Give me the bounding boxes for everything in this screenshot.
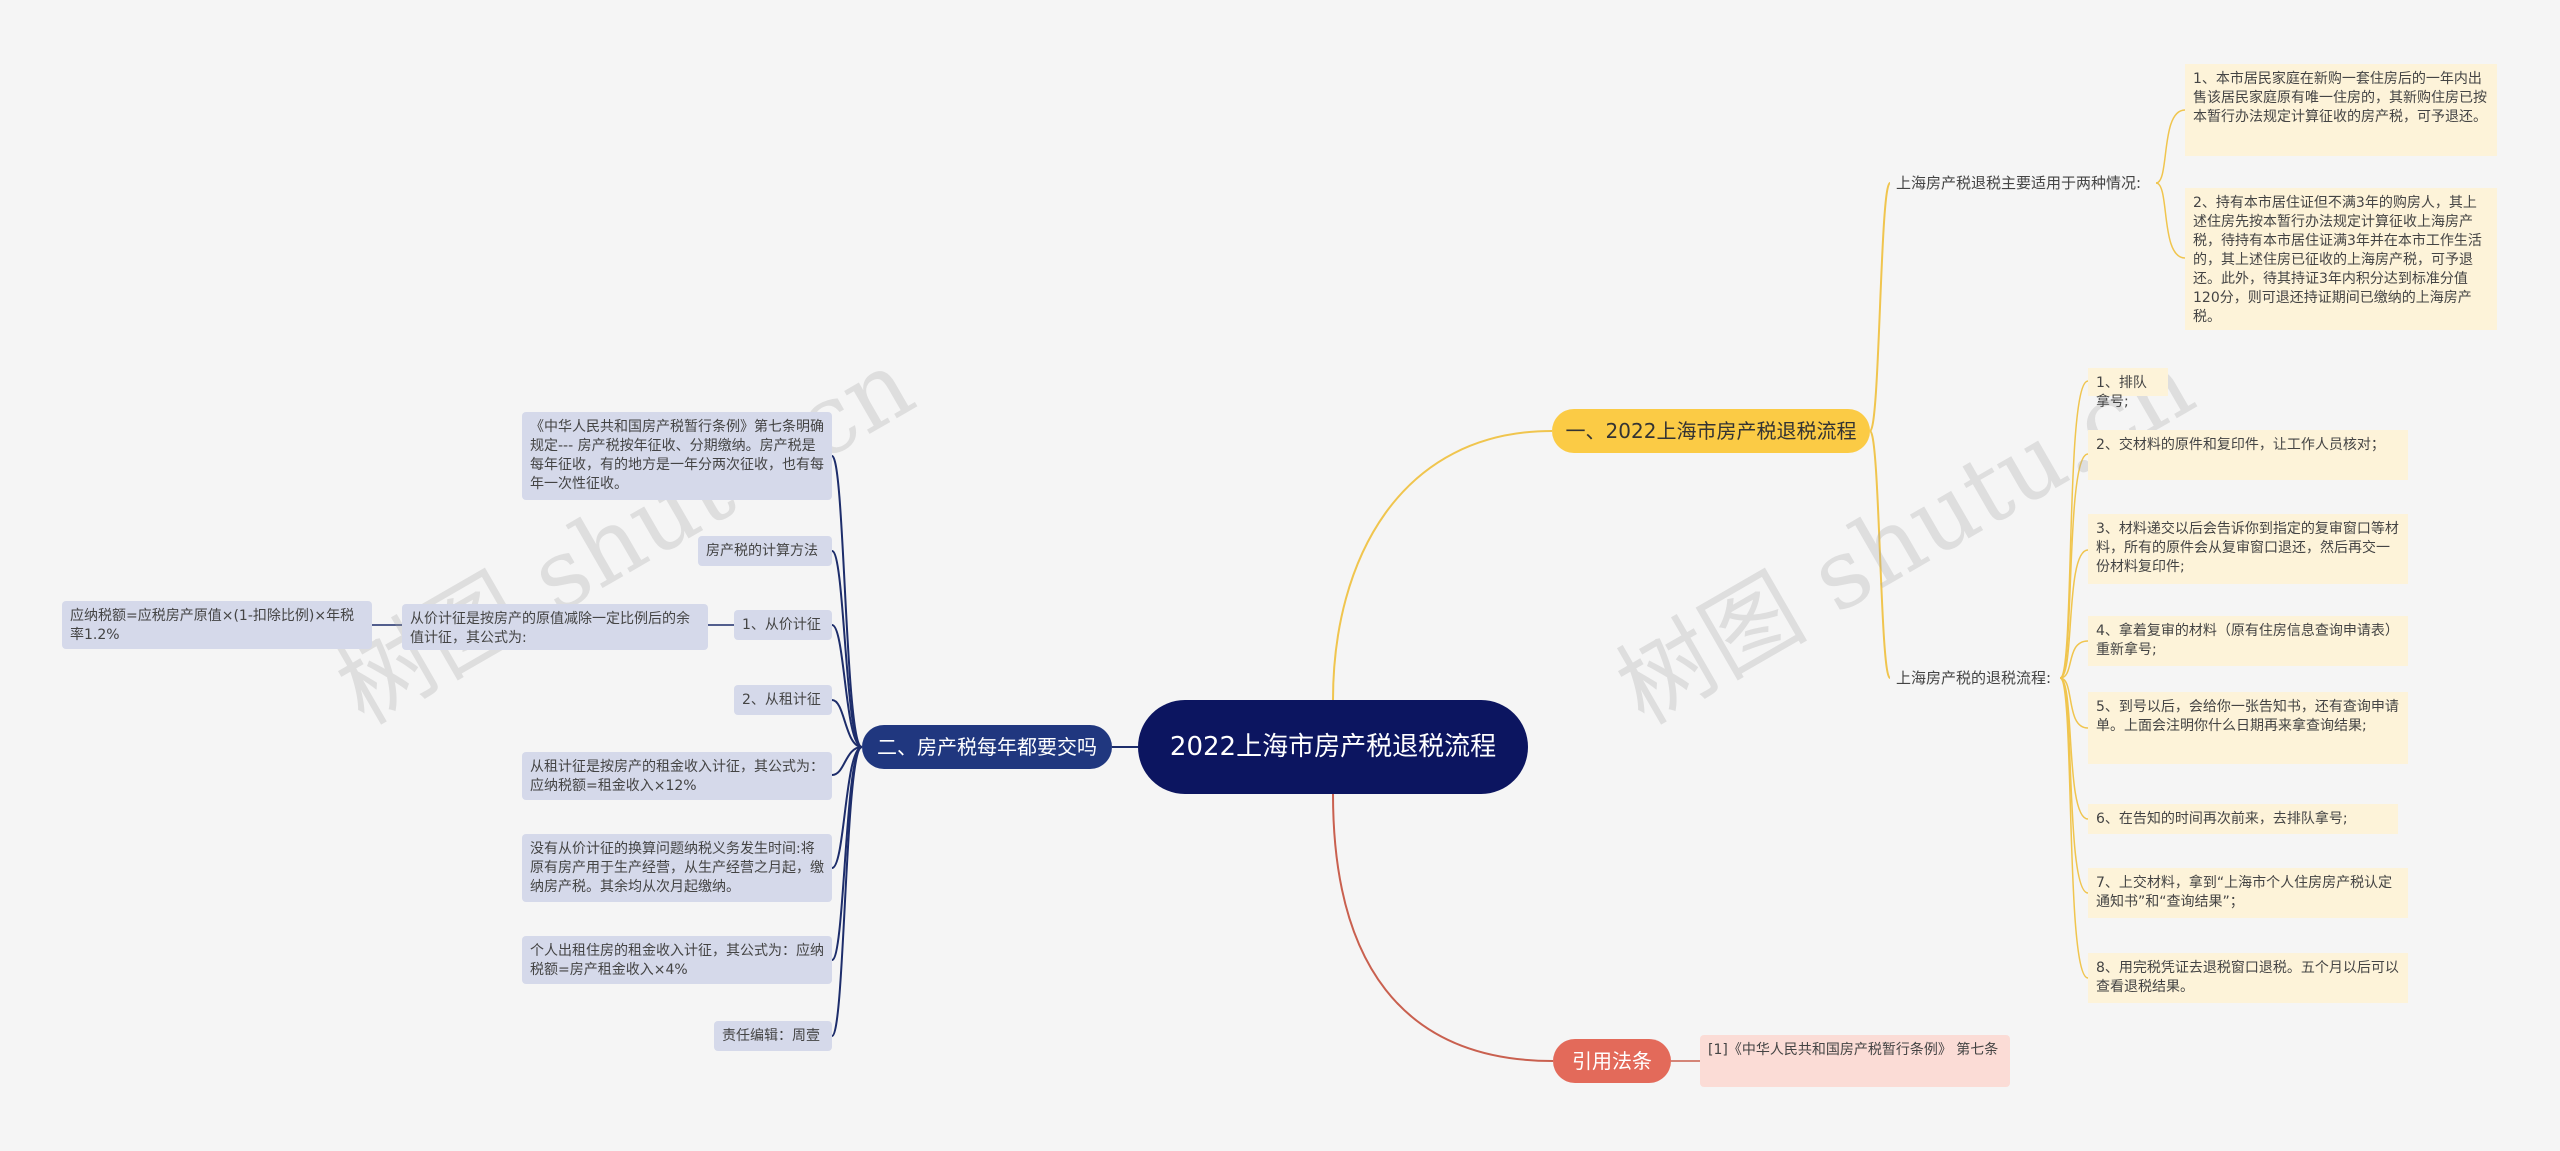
note-value-based[interactable]: 1、从价计征 (734, 610, 832, 640)
note-tax-obligation-time[interactable]: 没有从价计征的换算问题纳税义务发生时间:将原有房产用于生产经营，从生产经营之月起… (522, 834, 832, 902)
step-item-8[interactable]: 8、用完税凭证去退税窗口退税。五个月以后可以查看退税结果。 (2088, 953, 2408, 1003)
branch-refund-process[interactable]: 一、2022上海市房产税退税流程 (1552, 409, 1870, 453)
note-rent-based[interactable]: 2、从租计征 (734, 685, 832, 715)
note-editor[interactable]: 责任编辑：周壹 (714, 1021, 832, 1051)
case-item-2[interactable]: 2、持有本市居住证但不满3年的购房人，其上述住房先按本暂行办法规定计算征收上海房… (2185, 188, 2497, 330)
group-applicable-cases[interactable]: 上海房产税退税主要适用于两种情况: (1896, 174, 2142, 192)
note-value-based-desc[interactable]: 从价计征是按房产的原值减除一定比例后的余值计征，其公式为: (402, 604, 708, 650)
case-item-1[interactable]: 1、本市居民家庭在新购一套住房后的一年内出售该居民家庭原有唯一住房的，其新购住房… (2185, 64, 2497, 156)
group-refund-steps[interactable]: 上海房产税的退税流程: (1896, 669, 2052, 687)
note-regulation-article7[interactable]: 《中华人民共和国房产税暂行条例》第七条明确规定--- 房产税按年征收、分期缴纳。… (522, 412, 832, 500)
step-item-6[interactable]: 6、在告知的时间再次前来，去排队拿号; (2088, 804, 2398, 834)
note-value-based-formula[interactable]: 应纳税额=应税房产原值×(1-扣除比例)×年税率1.2% (62, 601, 372, 649)
branch-cited-law[interactable]: 引用法条 (1553, 1039, 1671, 1083)
root-topic[interactable]: 2022上海市房产税退税流程 (1138, 700, 1528, 794)
note-rent-based-formula[interactable]: 从租计征是按房产的租金收入计征，其公式为：应纳税额=租金收入×12% (522, 752, 832, 800)
step-item-2[interactable]: 2、交材料的原件和复印件，让工作人员核对； (2088, 430, 2408, 480)
note-personal-rental[interactable]: 个人出租住房的租金收入计征，其公式为：应纳税额=房产租金收入×4% (522, 936, 832, 984)
step-item-4[interactable]: 4、拿着复审的材料（原有住房信息查询申请表）重新拿号; (2088, 616, 2408, 666)
note-calculation-method[interactable]: 房产税的计算方法 (698, 536, 832, 566)
step-item-1[interactable]: 1、排队拿号; (2088, 368, 2168, 410)
step-item-7[interactable]: 7、上交材料，拿到“上海市个人住房房产税认定通知书”和“查询结果”； (2088, 868, 2408, 918)
step-item-3[interactable]: 3、材料递交以后会告诉你到指定的复审窗口等材料，所有的原件会从复审窗口退还，然后… (2088, 514, 2408, 584)
branch-yearly-tax[interactable]: 二、房产税每年都要交吗 (862, 725, 1112, 769)
cited-law-item-1[interactable]: [1]《中华人民共和国房产税暂行条例》 第七条 (1700, 1035, 2010, 1087)
step-item-5[interactable]: 5、到号以后，会给你一张告知书，还有查询申请单。上面会注明你什么日期再来拿查询结… (2088, 692, 2408, 764)
